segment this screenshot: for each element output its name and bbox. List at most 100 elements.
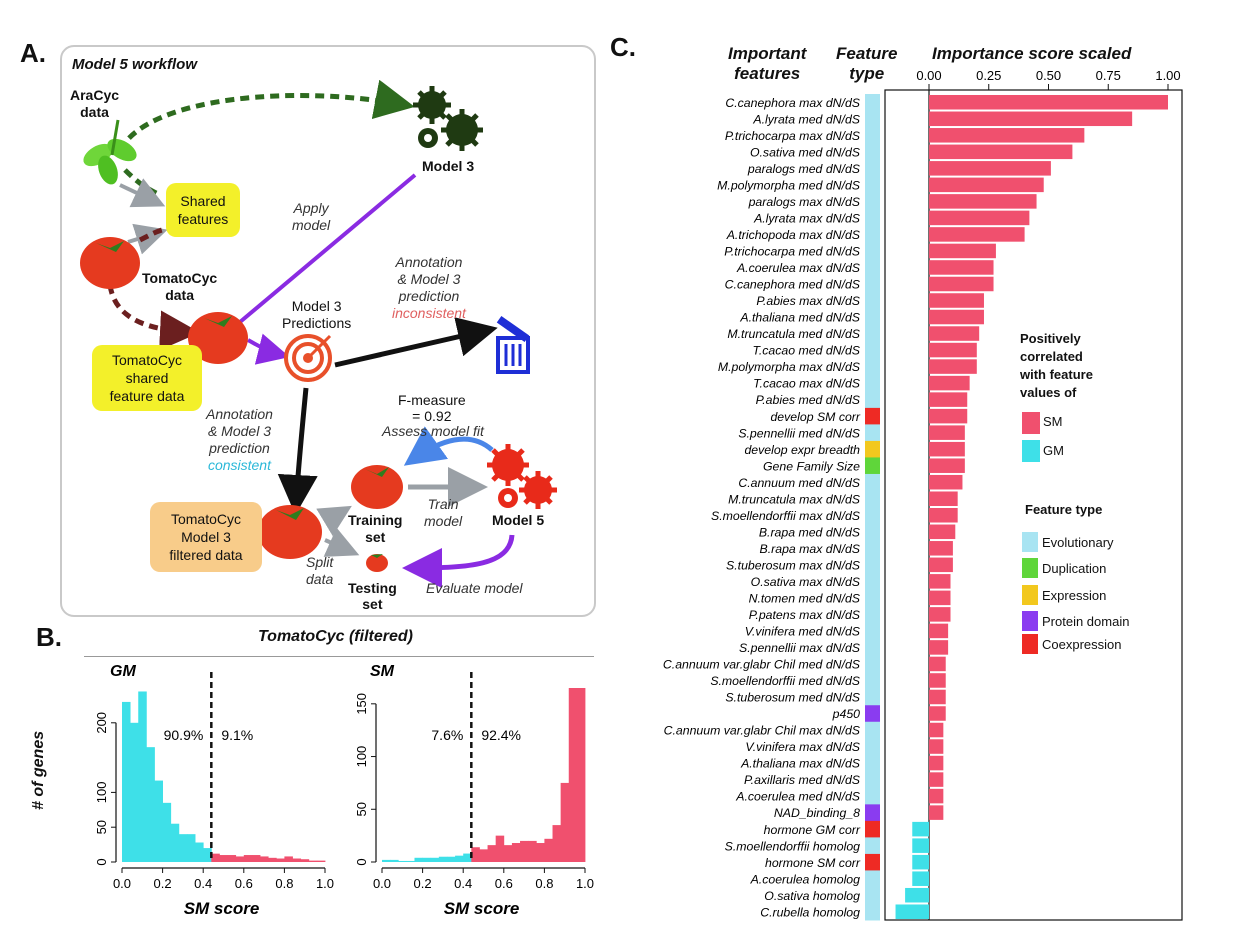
feature-type-cell — [865, 886, 880, 904]
feature-type-cell — [865, 523, 880, 541]
legend-coexpression-swatch — [1022, 634, 1038, 654]
feature-type-cell — [865, 391, 880, 409]
legend-expression-swatch — [1022, 585, 1038, 605]
feature-label: hormone GM corr — [764, 823, 861, 837]
importance-bar — [929, 276, 994, 292]
feature-type-cell — [865, 374, 880, 392]
gm-hist-bar — [122, 701, 131, 862]
importance-bar — [929, 425, 965, 440]
feature-label: P.trichocarpa max dN/dS — [725, 129, 861, 143]
sm-hist-bar — [382, 859, 391, 862]
gm-hist-bar — [195, 842, 204, 862]
importance-bar — [929, 607, 951, 622]
gm-hist-y-tick-label: 100 — [94, 782, 109, 804]
legend-coexpression-label: Coexpression — [1042, 637, 1122, 652]
feature-type-cell — [865, 143, 880, 161]
feature-label: P.trichocarpa med dN/dS — [724, 245, 861, 259]
feature-label: V.vinifera med dN/dS — [745, 625, 861, 639]
importance-bar — [929, 673, 946, 688]
gm-hist-bar — [211, 853, 220, 862]
gm-hist-bar — [300, 859, 310, 862]
sm-hist-x-label: SM score — [444, 899, 520, 918]
feature-label: C.annuum var.glabr Chil max dN/dS — [664, 724, 861, 738]
importance-bar — [929, 491, 958, 506]
split-line1: Split — [306, 554, 334, 570]
tm-line1: Train — [427, 496, 459, 512]
legend-sm-label: SM — [1043, 414, 1063, 429]
importance-bar — [929, 722, 944, 738]
gm-hist-bar — [186, 834, 196, 862]
panel-b-ylabel: # of genes — [30, 730, 47, 810]
tcs-line3: feature data — [109, 388, 185, 404]
important-features-header: Important features — [728, 44, 806, 84]
gm-hist-bar — [260, 856, 269, 862]
aracyc-line2: data — [80, 104, 109, 120]
feature-label: NAD_binding_8 — [774, 806, 860, 820]
sm-hist-bar — [552, 825, 562, 862]
importance-bar — [929, 177, 1044, 193]
feature-type-cell — [865, 787, 880, 805]
pred-line2: Predictions — [282, 315, 352, 331]
train-line1: Training — [348, 512, 403, 528]
feature-type-cell — [865, 655, 880, 673]
importance-bar — [929, 524, 956, 540]
sm-hist-x-tick-label: 0.2 — [414, 876, 432, 891]
feature-type-cell — [865, 853, 880, 871]
importance-bar — [929, 772, 944, 787]
feature-type-cell — [865, 94, 880, 112]
sm-hist-y-tick-label: 150 — [354, 693, 369, 715]
gm-hist-bar — [130, 722, 139, 862]
importance-x-tick-label: 0.25 — [976, 68, 1001, 83]
importance-bar — [929, 359, 977, 374]
sm-hist-left-pct: 7.6% — [431, 727, 463, 743]
tcs-line1: TomatoCyc — [111, 352, 183, 368]
importance-bar — [929, 805, 944, 820]
filt-line3: filtered data — [169, 547, 243, 563]
feature-label: T.cacao med dN/dS — [752, 344, 860, 358]
importance-bar — [929, 260, 994, 275]
annot-inc-line3: prediction — [398, 288, 460, 304]
importance-x-tick-label: 0.75 — [1096, 68, 1121, 83]
gm-hist-y-tick-label: 50 — [94, 820, 109, 834]
feature-label: M.polymorpha med dN/dS — [717, 178, 861, 192]
importance-bar — [929, 557, 953, 573]
importance-bar — [929, 623, 949, 639]
gm-hist-bar — [276, 858, 285, 862]
tomatocyc-line1: TomatoCyc — [142, 270, 218, 286]
feature-type-cell — [865, 176, 880, 194]
fmeasure-line2: = 0.92 — [412, 408, 452, 424]
legend-evolutionary-label: Evolutionary — [1042, 535, 1114, 550]
importance-bar — [929, 161, 1051, 176]
sm-hist-y-tick-label: 0 — [354, 858, 369, 865]
feature-type-cell — [865, 358, 880, 376]
feature-label: O.sativa med dN/dS — [750, 145, 861, 159]
feature-type-cell — [865, 721, 880, 739]
sm-hist-bar — [463, 853, 472, 862]
feature-type-cell — [865, 193, 880, 211]
sm-hist-y-tick-label: 100 — [354, 746, 369, 768]
importance-x-tick-label: 1.00 — [1155, 68, 1180, 83]
feature-type-cell — [865, 292, 880, 310]
gm-hist-x-tick-label: 1.0 — [316, 876, 334, 891]
split-data-label: Split data — [306, 554, 333, 588]
feature-label: p450 — [832, 707, 861, 721]
ft-line1: Feature — [836, 44, 898, 63]
feature-type-cell — [865, 754, 880, 772]
feature-label: C.rubella homolog — [760, 905, 860, 919]
feature-type-cell — [865, 160, 880, 178]
sm-hist-bar — [471, 847, 480, 862]
gm-hist-bar — [243, 855, 253, 862]
feature-type-cell — [865, 308, 880, 326]
feature-label: P.abies max dN/dS — [756, 294, 860, 308]
gm-hist-bar — [146, 747, 155, 862]
importance-bar — [929, 144, 1073, 160]
feature-type-cell — [865, 209, 880, 227]
testing-set-label: Testing set — [348, 580, 397, 612]
gm-hist-x-tick-label: 0.2 — [154, 876, 172, 891]
sm-hist-bar — [390, 859, 399, 862]
gm-hist-bar — [251, 855, 261, 862]
gm-hist-bar — [178, 834, 188, 862]
sm-hist-x-tick-label: 1.0 — [576, 876, 594, 891]
feature-label: A.coerulea max dN/dS — [736, 261, 861, 275]
